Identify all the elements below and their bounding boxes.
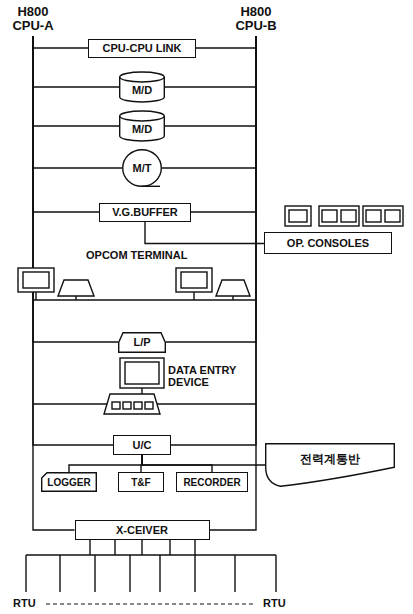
rtu-lines xyxy=(26,540,276,604)
bus-connector xyxy=(145,222,264,244)
cpu-label: H800 CPU-A xyxy=(4,2,62,36)
node-text: H800 CPU-B xyxy=(232,5,280,34)
recorder-box: RECORDER xyxy=(176,472,248,492)
bus-connector xyxy=(191,36,256,212)
bus-connector xyxy=(33,36,99,212)
bus-connector xyxy=(142,455,265,465)
terminal-icon xyxy=(176,268,250,300)
console-icons xyxy=(285,206,403,226)
node-text: H800 CPU-A xyxy=(9,5,57,34)
bus-rung xyxy=(33,299,256,300)
data-entry-icon xyxy=(104,358,164,414)
node-text: L/P xyxy=(133,336,150,348)
rtu-label: RTU xyxy=(263,597,286,609)
node-text: T&F xyxy=(131,477,150,488)
node-text: M/T xyxy=(133,162,152,174)
node-text: X-CEIVER xyxy=(116,524,168,536)
logger-box: LOGGER xyxy=(41,472,97,492)
node-text: 전력계통반 xyxy=(300,453,360,466)
node-text: M/D xyxy=(132,84,152,96)
controller-box: U/C xyxy=(113,435,171,455)
bus-connector xyxy=(210,36,257,530)
bus-connector xyxy=(33,36,118,342)
cpu-label: H800 CPU-B xyxy=(227,2,285,36)
node-text: M/D xyxy=(132,123,152,135)
tape-circle: M/T xyxy=(122,149,162,187)
bus-connector xyxy=(166,36,256,342)
buffer-box: V.G.BUFFER xyxy=(99,203,191,222)
rtu-label: RTU xyxy=(13,597,36,609)
bus-connector xyxy=(142,455,212,472)
node-text: CPU-CPU LINK xyxy=(103,42,182,54)
node-text: OP. CONSOLES xyxy=(287,237,369,249)
tf-box: T&F xyxy=(118,472,164,492)
disk-cylinder: M/D xyxy=(119,72,165,102)
node-text: U/C xyxy=(133,439,152,451)
console-box: OP. CONSOLES xyxy=(264,232,392,254)
device-label: DATA ENTRY DEVICE xyxy=(168,364,252,388)
printer-box: L/P xyxy=(118,332,166,353)
power-panel: 전력계통반 xyxy=(265,443,395,487)
node-text: RECORDER xyxy=(183,477,240,488)
bus-connector xyxy=(33,36,113,445)
bus-connector xyxy=(196,36,256,48)
node-text: LOGGER xyxy=(47,477,90,488)
terminal-label: OPCOM TERMINAL xyxy=(86,249,187,261)
node-text: V.G.BUFFER xyxy=(112,206,178,218)
disk-cylinder: M/D xyxy=(119,111,165,141)
bus-connector xyxy=(69,455,142,472)
transceiver-box: X-CEIVER xyxy=(75,520,210,540)
terminal-icon xyxy=(18,268,94,300)
bus-connector xyxy=(33,36,88,48)
link-box: CPU-CPU LINK xyxy=(88,39,196,58)
